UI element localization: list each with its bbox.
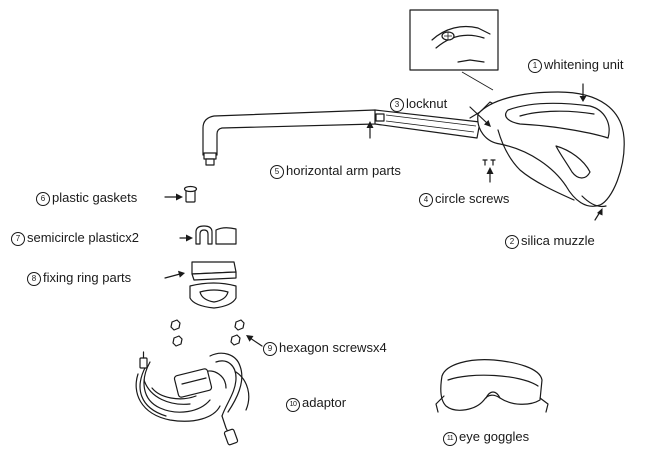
- circle-screws-drawing: [483, 160, 495, 165]
- label-whitening-unit: 1whitening unit: [528, 57, 624, 73]
- label-text-hexagon-screws: hexagon screwsx4: [279, 340, 387, 355]
- label-circle-screws: 4circle screws: [419, 191, 509, 207]
- label-semicircle-plastic: 7semicircle plasticx2: [11, 230, 139, 246]
- part-number-7: 7: [11, 232, 25, 246]
- adaptor-drawing: [136, 352, 249, 445]
- part-number-6: 6: [36, 192, 50, 206]
- label-locknut: 3locknut: [390, 96, 447, 112]
- part-number-3: 3: [390, 98, 404, 112]
- horizontal-arm-drawing: [203, 110, 480, 165]
- part-number-11: 11: [443, 432, 457, 446]
- part-number-1: 1: [528, 59, 542, 73]
- label-text-eye-goggles: eye goggles: [459, 429, 529, 444]
- whitening-unit-drawing: [478, 92, 624, 207]
- label-text-plastic-gaskets: plastic gaskets: [52, 190, 137, 205]
- label-text-silica-muzzle: silica muzzle: [521, 233, 595, 248]
- label-hexagon-screws: 9hexagon screwsx4: [263, 340, 387, 356]
- label-text-adaptor: adaptor: [302, 395, 346, 410]
- part-number-4: 4: [419, 193, 433, 207]
- label-adaptor: 10adaptor: [286, 395, 346, 412]
- locknut-detail-inset: [410, 10, 498, 90]
- label-horizontal-arm: 5horizontal arm parts: [270, 163, 401, 179]
- plastic-gasket-drawing: [185, 187, 197, 203]
- label-text-circle-screws: circle screws: [435, 191, 509, 206]
- part-number-8: 8: [27, 272, 41, 286]
- label-eye-goggles: 11eye goggles: [443, 429, 529, 446]
- label-text-locknut: locknut: [406, 96, 447, 111]
- label-silica-muzzle: 2silica muzzle: [505, 233, 595, 249]
- label-fixing-ring: 8fixing ring parts: [27, 270, 131, 286]
- label-text-fixing-ring: fixing ring parts: [43, 270, 131, 285]
- label-text-whitening-unit: whitening unit: [544, 57, 624, 72]
- eye-goggles-drawing: [436, 360, 548, 412]
- part-number-5: 5: [270, 165, 284, 179]
- fixing-ring-drawing: [190, 262, 236, 308]
- part-number-2: 2: [505, 235, 519, 249]
- hexagon-screws-drawing: [171, 320, 244, 346]
- semicircle-plastic-drawing: [196, 226, 236, 244]
- label-text-semicircle-plastic: semicircle plasticx2: [27, 230, 139, 245]
- label-text-horizontal-arm: horizontal arm parts: [286, 163, 401, 178]
- part-number-10: 10: [286, 398, 300, 412]
- label-plastic-gaskets: 6plastic gaskets: [36, 190, 137, 206]
- part-number-9: 9: [263, 342, 277, 356]
